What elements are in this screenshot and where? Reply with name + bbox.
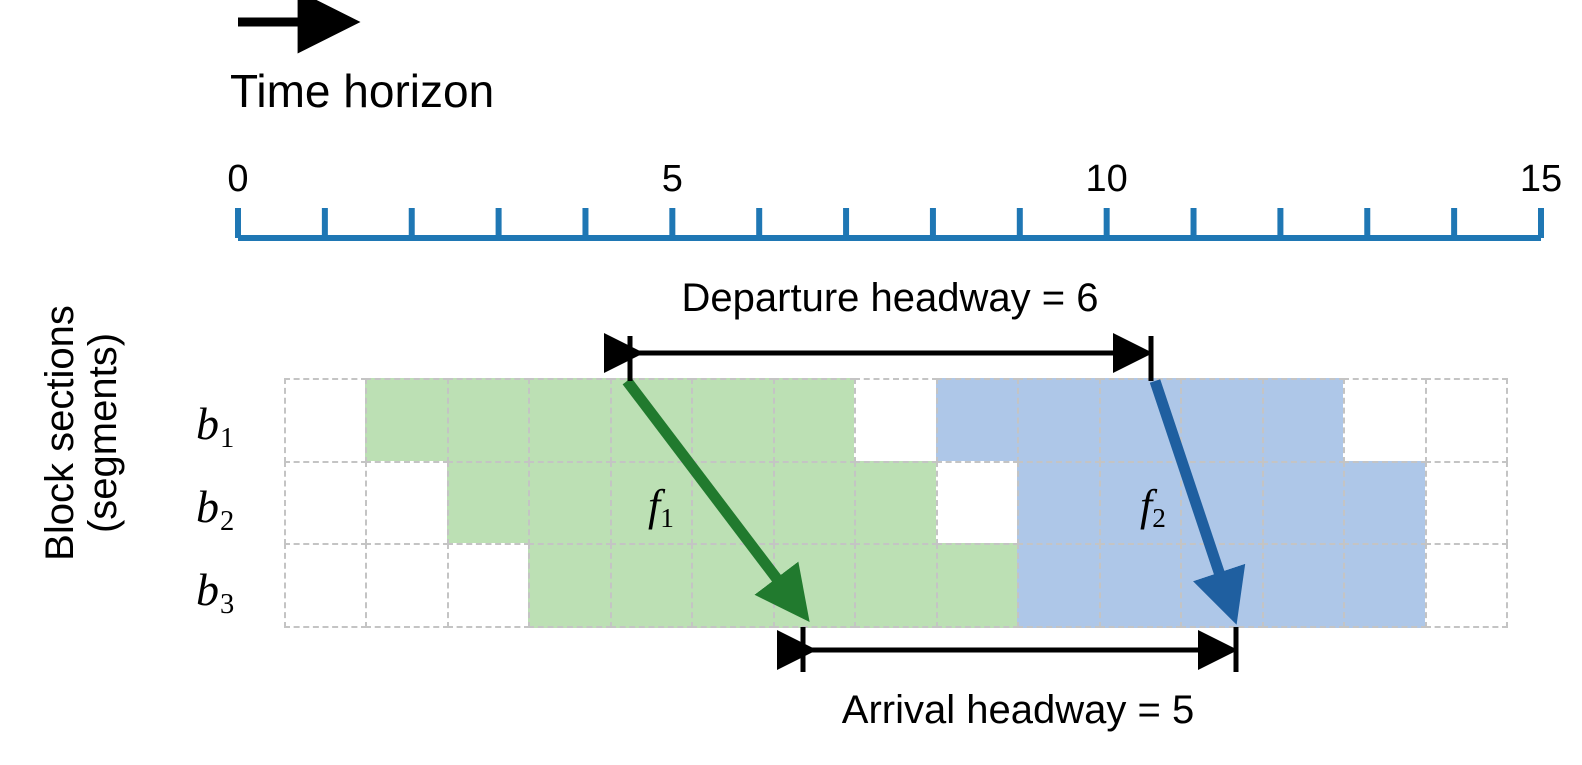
- grid-cell-b2-t14: [1424, 460, 1509, 546]
- grid-cell-b1-t2: [446, 378, 531, 463]
- y-axis-label: Block sections (segments): [17, 263, 147, 603]
- departure-headway-label: Departure headway = 6: [681, 276, 1099, 320]
- grid-cell-b1-t13: [1343, 378, 1427, 463]
- grid-cell-b1-t0: [284, 378, 368, 463]
- grid-row-b2: [284, 460, 1509, 546]
- grid-cell-b1-t6: [772, 378, 857, 463]
- grid-cell-b2-t8: [935, 460, 1020, 546]
- grid-cell-b2-t13: [1343, 460, 1427, 546]
- grid-cell-b2-t0: [284, 460, 368, 546]
- arrival-headway-measure: [776, 627, 1239, 672]
- grid-cell-b3-t3: [528, 543, 612, 628]
- grid-cell-b3-t13: [1343, 543, 1427, 628]
- grid-cell-b2-t1: [365, 460, 449, 546]
- grid-cell-b2-t7: [854, 460, 938, 546]
- flow-label-f1: f1: [648, 481, 674, 534]
- grid-cell-b2-t5: [691, 460, 775, 546]
- grid-cell-b1-t11: [1180, 378, 1264, 463]
- grid-cell-b1-t1: [365, 378, 449, 463]
- grid-cell-b1-t7: [854, 378, 938, 463]
- arrival-headway-label: Arrival headway = 5: [841, 688, 1195, 732]
- grid-cell-b3-t7: [854, 543, 938, 628]
- time-horizon-arrow-icon: [238, 0, 361, 54]
- axis-tick-label-15: 15: [1519, 158, 1563, 200]
- grid-cell-b3-t14: [1424, 543, 1509, 628]
- axis-tick-label-5: 5: [661, 158, 683, 200]
- grid-cell-b1-t10: [1098, 378, 1183, 463]
- grid-cell-b2-t12: [1261, 460, 1346, 546]
- grid-cell-b3-t9: [1017, 543, 1101, 628]
- grid-cell-b3-t10: [1098, 543, 1183, 628]
- grid-cell-b3-t6: [772, 543, 857, 628]
- axis-tick-label-10: 10: [1085, 158, 1128, 200]
- row-label-b3: b3: [196, 564, 235, 620]
- row-label-b1: b1: [196, 398, 235, 454]
- flow-label-f2: f2: [1140, 481, 1166, 534]
- grid-cell-b3-t4: [609, 543, 694, 628]
- grid-row-b3: [284, 543, 1509, 628]
- departure-headway-measure: [603, 333, 1154, 381]
- grid-cell-b1-t3: [528, 378, 612, 463]
- axis-tick-group: [235, 208, 1544, 241]
- y-axis-label-line2: (segments): [81, 332, 125, 534]
- grid-cell-b3-t2: [446, 543, 531, 628]
- grid-cell-b3-t0: [284, 543, 368, 628]
- grid-cell-b2-t2: [446, 460, 531, 546]
- grid-cell-b3-t5: [691, 543, 775, 628]
- grid-cell-b2-t9: [1017, 460, 1101, 546]
- grid-cell-b1-t14: [1424, 378, 1509, 463]
- grid-cell-b3-t12: [1261, 543, 1346, 628]
- grid-cell-b1-t5: [691, 378, 775, 463]
- row-label-b2: b2: [196, 481, 235, 537]
- grid-cell-b1-t8: [935, 378, 1020, 463]
- axis-tick-label-0: 0: [227, 158, 249, 200]
- grid-cell-b2-t11: [1180, 460, 1264, 546]
- y-axis-label-line1: Block sections: [37, 305, 82, 561]
- grid-cell-b1-t9: [1017, 378, 1101, 463]
- grid-cell-b3-t8: [935, 543, 1020, 628]
- grid-cell-b1-t12: [1261, 378, 1346, 463]
- grid-cell-b3-t1: [365, 543, 449, 628]
- grid-cell-b1-t4: [609, 378, 694, 463]
- grid-cell-b3-t11: [1180, 543, 1264, 628]
- time-horizon-title: Time horizon: [230, 65, 495, 117]
- grid-cell-b2-t3: [528, 460, 612, 546]
- grid-row-b1: [284, 378, 1509, 463]
- occupancy-grid: [284, 378, 1509, 628]
- grid-cell-b2-t6: [772, 460, 857, 546]
